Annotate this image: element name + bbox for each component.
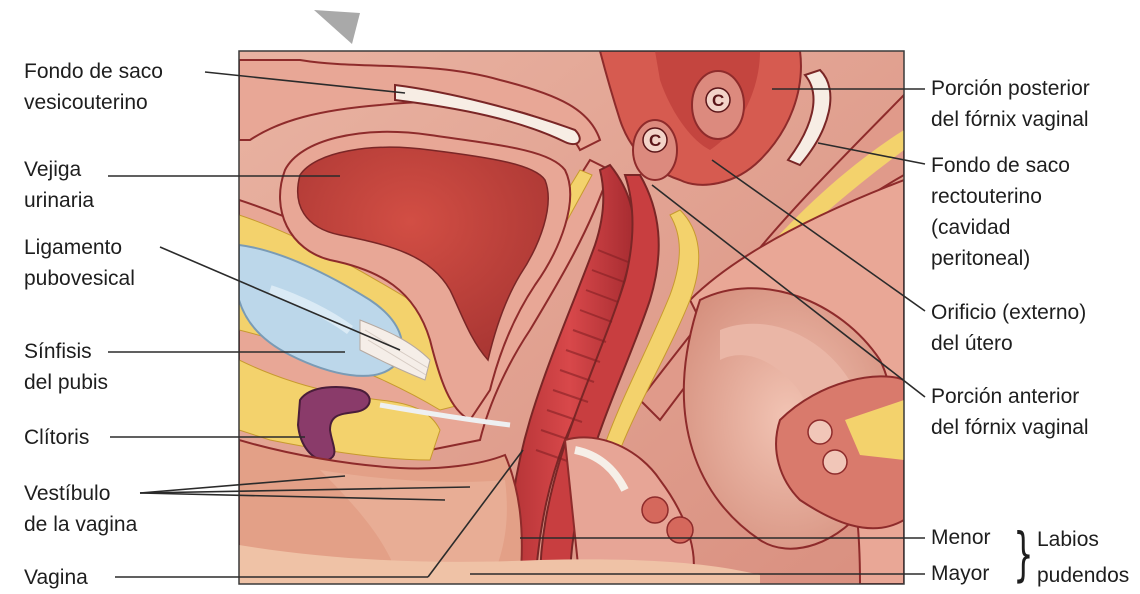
label-clitoris: Clítoris (24, 422, 89, 453)
brace-icon: } (1013, 525, 1033, 583)
label-labios-pudendos: Labios pudendos (1037, 522, 1129, 594)
label-line: Porción posterior (931, 73, 1090, 104)
label-vestibulo-vagina: Vestíbulo de la vagina (24, 478, 137, 540)
label-fondo-saco-vesicouterino: Fondo de saco vesicouterino (24, 56, 163, 118)
label-line: del útero (931, 328, 1086, 359)
figure-panel: C C (239, 51, 904, 584)
label-line: Orificio (externo) (931, 297, 1086, 328)
label-labio-menor: Menor (931, 522, 991, 553)
label-orificio-externo-utero: Orificio (externo) del útero (931, 297, 1086, 359)
label-line: urinaria (24, 185, 94, 216)
label-sinfisis-pubis: Sínfisis del pubis (24, 336, 108, 398)
label-vagina: Vagina (24, 562, 88, 593)
label-line: pubovesical (24, 263, 135, 294)
label-line: pudendos (1037, 558, 1129, 594)
label-line: Clítoris (24, 422, 89, 453)
label-fondo-saco-rectouterino: Fondo de saco rectouterino (cavidad peri… (931, 150, 1070, 274)
label-line: Fondo de saco (24, 56, 163, 87)
label-line: Vestíbulo (24, 478, 137, 509)
label-line: del fórnix vaginal (931, 412, 1089, 443)
label-line: Vagina (24, 562, 88, 593)
label-ligamento-pubovesical: Ligamento pubovesical (24, 232, 135, 294)
label-vejiga-urinaria: Vejiga urinaria (24, 154, 94, 216)
label-line: Porción anterior (931, 381, 1089, 412)
label-line: vesicouterino (24, 87, 163, 118)
label-porcion-posterior-fornix: Porción posterior del fórnix vaginal (931, 73, 1090, 135)
cervix-mark-posterior: C (712, 91, 724, 110)
label-line: Labios (1037, 522, 1129, 558)
pointer-triangle (314, 10, 360, 44)
label-line: Vejiga (24, 154, 94, 185)
label-line: Sínfisis (24, 336, 108, 367)
label-line: peritoneal) (931, 243, 1070, 274)
cervix-mark-anterior: C (649, 131, 661, 150)
label-line: rectouterino (931, 181, 1070, 212)
label-line: del pubis (24, 367, 108, 398)
label-labio-mayor: Mayor (931, 558, 989, 589)
label-porcion-anterior-fornix: Porción anterior del fórnix vaginal (931, 381, 1089, 443)
label-line: de la vagina (24, 509, 137, 540)
label-line: (cavidad (931, 212, 1070, 243)
label-line: del fórnix vaginal (931, 104, 1090, 135)
label-line: Ligamento (24, 232, 135, 263)
label-line: Fondo de saco (931, 150, 1070, 181)
